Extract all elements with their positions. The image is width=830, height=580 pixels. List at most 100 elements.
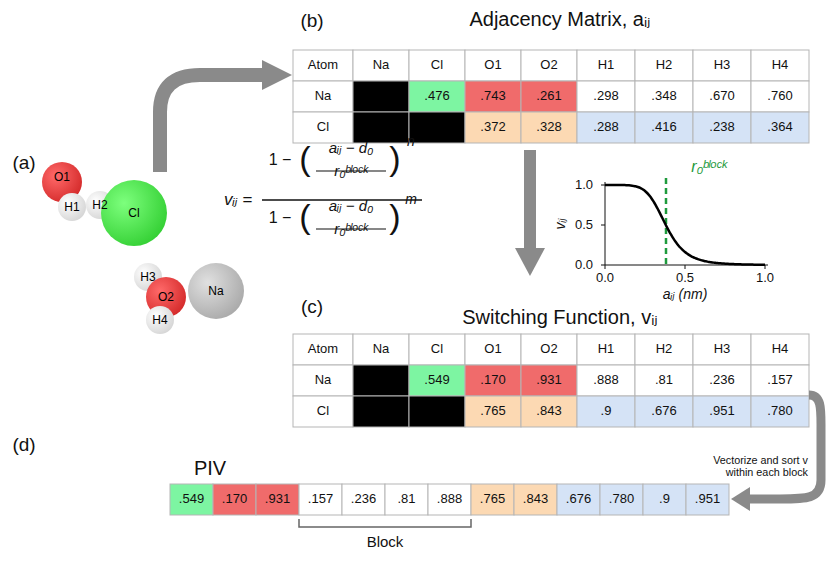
- table-cell: [409, 112, 465, 143]
- label-text: .888: [437, 492, 462, 507]
- table-cell-text: .416: [635, 112, 693, 143]
- table-cell: [409, 334, 465, 365]
- table-cell: [521, 81, 577, 112]
- table-cell: [409, 81, 465, 112]
- table-cell: [428, 484, 471, 515]
- table-cell: [577, 365, 635, 396]
- table-cell-text: .843: [521, 396, 577, 427]
- label: r₀ᵇˡᵒᶜᵏ: [306, 160, 396, 182]
- table-cell: [293, 365, 353, 396]
- label-text: H1: [598, 58, 615, 73]
- table-cell-text: .780: [600, 484, 643, 515]
- label-text: .261: [536, 89, 561, 104]
- table-cell-text: Na: [353, 334, 409, 365]
- table-cell: [353, 112, 409, 143]
- label: (c): [293, 294, 331, 320]
- label: (b): [293, 8, 331, 34]
- label-text: .951: [709, 404, 734, 419]
- label-text: .951: [695, 492, 720, 507]
- label-text: .238: [709, 120, 734, 135]
- label-text: .81: [655, 373, 673, 388]
- label: r₀ᵇˡᵒᶜᵏ: [672, 156, 746, 178]
- table-cell-text: Cl: [409, 334, 465, 365]
- label-text: (: [299, 197, 310, 236]
- table-cell: [465, 334, 521, 365]
- label-text: O2: [540, 58, 557, 73]
- table-cell: [521, 112, 577, 143]
- label: 1 −: [262, 148, 298, 172]
- label-text: .298: [593, 89, 618, 104]
- table-cell-text: .170: [465, 365, 521, 396]
- label-text: H2: [656, 342, 673, 357]
- y-axis: [605, 182, 606, 265]
- flow-arrow: [160, 75, 264, 172]
- table-cell: [293, 334, 353, 365]
- label-text: 1.0: [575, 178, 593, 193]
- table-cell-text: .261: [521, 81, 577, 112]
- atom-label: H2: [92, 198, 107, 212]
- table-cell-text: H1: [577, 50, 635, 81]
- label-text: .931: [265, 492, 290, 507]
- table-cell-text: O2: [521, 50, 577, 81]
- label-text: aᵢⱼ (nm): [663, 286, 708, 302]
- table-cell: [577, 112, 635, 143]
- table-cell-text: .288: [577, 112, 635, 143]
- table-cell: [600, 484, 643, 515]
- label-text: .236: [709, 373, 734, 388]
- table-cell-text: H3: [693, 50, 751, 81]
- table-cell-text: .238: [693, 112, 751, 143]
- table-cell-text: H1: [577, 334, 635, 365]
- table-cell-text: H4: [751, 334, 809, 365]
- label-text: .81: [397, 492, 415, 507]
- table-cell-text: H2: [635, 334, 693, 365]
- table-cell-text: .157: [751, 365, 809, 396]
- table-cell: [353, 50, 409, 81]
- label-text: Cl: [431, 342, 443, 357]
- label: aᵢⱼ (nm): [640, 285, 730, 303]
- label-text: .9: [601, 404, 612, 419]
- label-text: H2: [656, 58, 673, 73]
- label-text: (b): [300, 10, 323, 32]
- table-cell: [409, 396, 465, 427]
- label: Vectorize and sort v within each block: [690, 448, 808, 484]
- table-cell: [693, 50, 751, 81]
- arrow-head: [731, 487, 750, 511]
- label-text: r₀ᵇˡᵒᶜᵏ: [334, 220, 367, 237]
- table-cell: [465, 50, 521, 81]
- table-cell: [577, 396, 635, 427]
- table-cell-text: Na: [293, 365, 353, 396]
- label-text: .170: [222, 492, 247, 507]
- table-cell-text: .931: [256, 484, 299, 515]
- table-cell-text: H2: [635, 50, 693, 81]
- label-text: .843: [536, 404, 561, 419]
- label-text: .170: [480, 373, 505, 388]
- table-cell: [170, 484, 213, 515]
- label-text: .931: [536, 373, 561, 388]
- label-text: .780: [767, 404, 792, 419]
- table-cell-text: .888: [577, 365, 635, 396]
- table-cell-text: .549: [170, 484, 213, 515]
- label-text: .476: [424, 89, 449, 104]
- label: (d): [6, 432, 42, 458]
- label: aᵢⱼ − d₀: [306, 195, 396, 217]
- table-cell: [521, 365, 577, 396]
- atom-label: H3: [140, 270, 155, 284]
- label-text: .157: [767, 373, 792, 388]
- atom-label: Cl: [128, 206, 139, 220]
- table-cell-text: Atom: [293, 334, 353, 365]
- table-cell: [213, 484, 256, 515]
- label-text: .348: [651, 89, 676, 104]
- label-text: .9: [659, 492, 670, 507]
- label-text: vᵢⱼ: [552, 218, 568, 229]
- label-text: vᵢⱼ =: [224, 190, 252, 210]
- table-cell: [693, 81, 751, 112]
- table-cell: [465, 396, 521, 427]
- label-text: Vectorize and sort v within each block: [690, 454, 808, 479]
- table-cell: [751, 365, 809, 396]
- tick: [601, 185, 605, 186]
- table-cell-text: .760: [751, 81, 809, 112]
- label: 0.5: [568, 217, 600, 233]
- label: (: [296, 136, 314, 182]
- label-text: Atom: [308, 342, 338, 357]
- label: aᵢⱼ − d₀: [306, 137, 396, 159]
